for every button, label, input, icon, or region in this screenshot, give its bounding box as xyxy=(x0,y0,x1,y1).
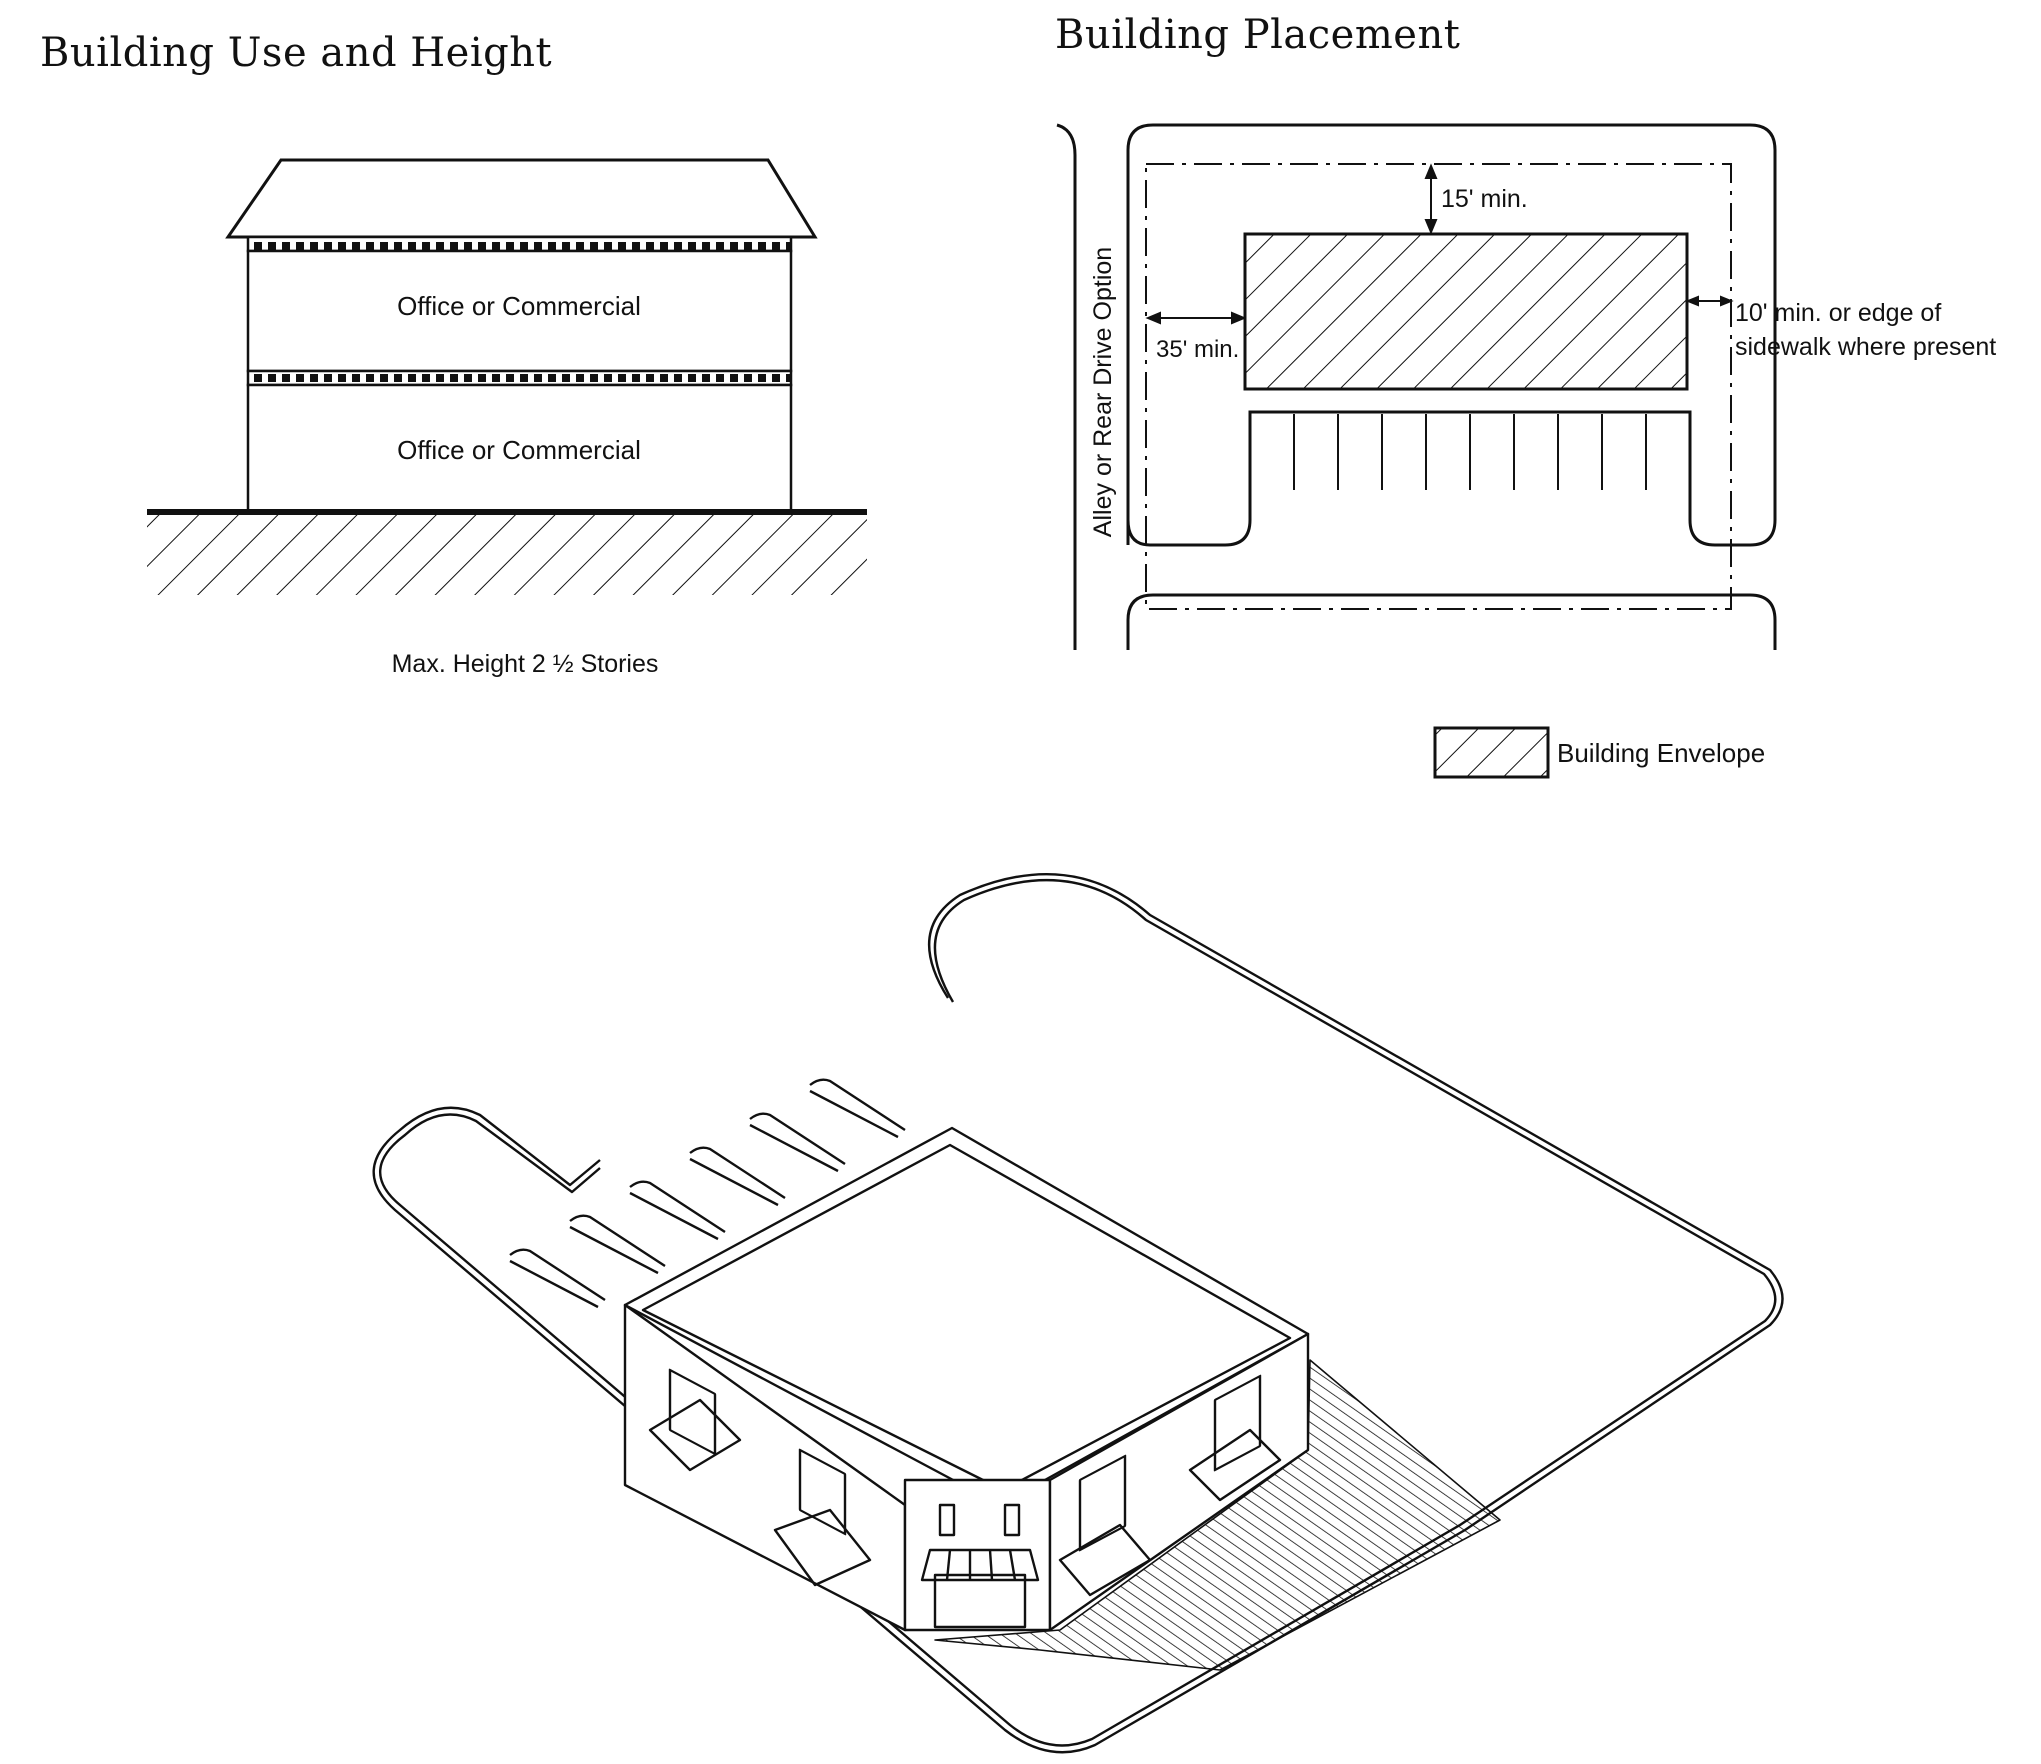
building-roof-parapet xyxy=(641,1143,1292,1492)
awning xyxy=(648,1398,742,1472)
building-shadow xyxy=(934,1359,1501,1671)
legend-swatch xyxy=(1433,726,1550,779)
storefront-window xyxy=(933,1573,1027,1629)
legend-label: Building Envelope xyxy=(1557,738,1765,768)
property-line xyxy=(1145,163,1732,610)
side-setback-arrow xyxy=(1685,295,1734,307)
lower-lot-outline xyxy=(1126,593,1777,650)
parking-stripe xyxy=(749,1112,846,1166)
elevation-diagram xyxy=(147,158,867,595)
floor-label-upper: Office or Commercial xyxy=(397,291,641,321)
parking-stripe xyxy=(809,1078,906,1132)
ground-hatch xyxy=(147,515,867,595)
awning-stripe xyxy=(1008,1549,1017,1581)
parking-stripe xyxy=(569,1214,666,1268)
building-envelope xyxy=(1243,232,1689,391)
awning xyxy=(1058,1523,1152,1597)
rear-setback-label: 35' min. xyxy=(1156,336,1239,363)
window xyxy=(1213,1374,1262,1472)
awning xyxy=(1188,1428,1282,1502)
window xyxy=(668,1368,717,1456)
awning-stripe xyxy=(945,1549,952,1581)
window xyxy=(1003,1503,1021,1537)
roof xyxy=(225,158,818,239)
parking-stripe xyxy=(689,1157,779,1207)
window xyxy=(938,1503,956,1537)
side-setback-label-line1: 10' min. or edge of xyxy=(1735,299,1941,327)
left-panel-title: Building Use and Height xyxy=(40,30,553,76)
rear-setback-arrow xyxy=(1145,311,1247,325)
front-setback-arrow xyxy=(1424,163,1438,235)
parking-stripes-perspective xyxy=(509,1078,906,1309)
awning-stripe xyxy=(988,1549,994,1581)
lot-outline-perspective-inner xyxy=(379,878,1777,1747)
alley-edge xyxy=(1056,123,1077,650)
window xyxy=(798,1448,847,1536)
floor-band-middle xyxy=(246,369,793,387)
awning xyxy=(773,1508,872,1587)
cornice-band-upper xyxy=(246,235,793,253)
lot-outline xyxy=(1126,123,1777,547)
max-height-caption: Max. Height 2 ½ Stories xyxy=(392,650,659,678)
right-panel-title: Building Placement xyxy=(1055,12,1461,58)
parking-stripe xyxy=(749,1123,839,1173)
corner-awning xyxy=(920,1548,1040,1582)
parking-stripe xyxy=(809,1089,899,1139)
parking-stripe xyxy=(689,1146,786,1200)
parking-stripe xyxy=(509,1259,599,1309)
parking-stripe xyxy=(509,1248,606,1302)
perspective-sketch xyxy=(372,873,1784,1754)
side-setback-label-line2: sidewalk where present xyxy=(1735,333,1996,361)
parking-stripe xyxy=(629,1180,726,1234)
parking-stalls xyxy=(1293,414,1647,490)
parking-stripe xyxy=(629,1191,719,1241)
floor-lower xyxy=(246,383,793,513)
window xyxy=(1078,1454,1127,1552)
alley-label: Alley or Rear Drive Option xyxy=(1089,247,1117,537)
lot-outline-perspective xyxy=(372,873,1784,1754)
front-setback-label: 15' min. xyxy=(1441,185,1528,213)
site-plan-diagram xyxy=(1056,123,1777,650)
building-facade-corner xyxy=(903,1478,1052,1632)
parking-stripe xyxy=(569,1225,659,1275)
floor-label-lower: Office or Commercial xyxy=(397,435,641,465)
